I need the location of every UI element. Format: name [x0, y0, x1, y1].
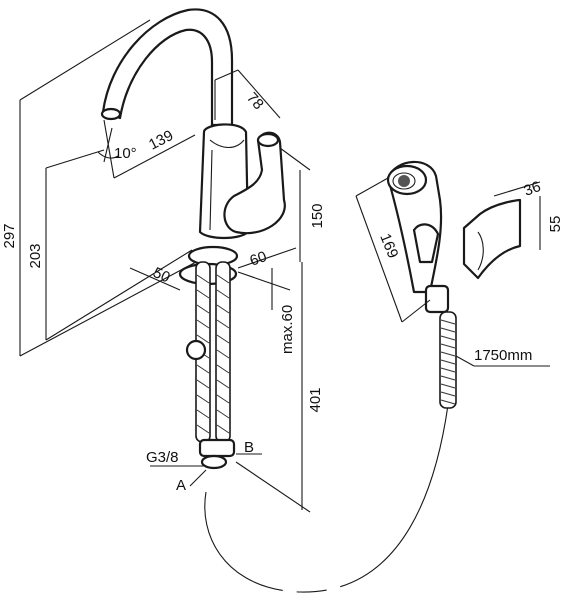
label-connection-b: B	[244, 439, 254, 456]
dim-spray-length: 169	[376, 231, 401, 261]
dim-spout-angle: 10°	[114, 145, 137, 162]
label-connection-a: A	[176, 477, 186, 494]
supply-hoses	[185, 261, 236, 470]
dim-holder-width: 36	[522, 178, 543, 200]
dim-spout-height: 203	[27, 243, 44, 268]
shower-holder	[462, 198, 522, 280]
dim-max-deck: max.60	[279, 305, 296, 354]
shower-hose-coil	[439, 311, 457, 409]
shower-dimension-lines	[355, 177, 550, 367]
dim-lever-depth: 78	[243, 89, 267, 113]
faucet-spout	[100, 8, 234, 127]
dim-base-diameter: 50	[150, 264, 172, 286]
dim-shower-hose: 1750mm	[474, 347, 532, 364]
dimension-lines	[19, 19, 311, 513]
hand-shower	[386, 160, 450, 314]
dim-holder-height: 55	[547, 216, 564, 233]
dim-hose-length: 401	[307, 387, 324, 412]
dim-base-width: 60	[248, 248, 269, 270]
dim-total-height: 297	[1, 223, 18, 248]
label-thread: G3/8	[146, 449, 179, 466]
dim-spout-reach: 139	[146, 127, 176, 154]
mixer-lever	[223, 131, 286, 235]
shower-hose-path	[204, 404, 449, 593]
dim-body-height: 150	[309, 203, 326, 228]
